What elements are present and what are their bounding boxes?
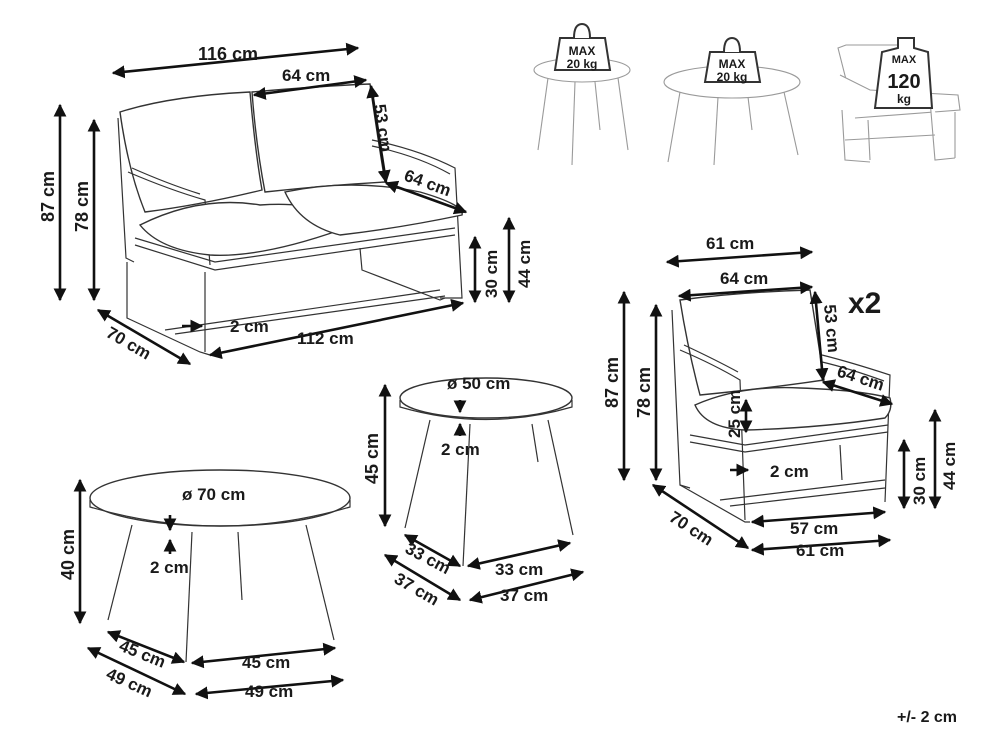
coffee-table-max-text: MAX bbox=[719, 57, 746, 71]
coffee-table-outer-a-label: 49 cm bbox=[103, 664, 155, 701]
armchair-width-top-label: 61 cm bbox=[706, 234, 754, 253]
sofa-armrest-height-label: 30 cm bbox=[482, 250, 501, 298]
side-table-leg-span-a-label: 33 cm bbox=[402, 539, 453, 578]
chair-max-unit: kg bbox=[897, 92, 911, 106]
sofa-seat-height-label: 44 cm bbox=[515, 240, 534, 288]
coffee-table-top-thickness-label: 2 cm bbox=[150, 558, 189, 577]
side-table-top-thickness-label: 2 cm bbox=[441, 440, 480, 459]
armchair-quantity-label: x2 bbox=[848, 287, 881, 320]
armchair-height-back-label: 78 cm bbox=[634, 367, 654, 418]
coffee-table-height-label: 40 cm bbox=[58, 529, 78, 580]
side-table-leg-span-b-label: 33 cm bbox=[495, 560, 543, 579]
sofa-height-total-label: 87 cm bbox=[38, 171, 58, 222]
side-table-drawing: ø 50 cm 45 cm 2 cm 33 cm 33 cm 37 cm 37 … bbox=[362, 374, 585, 610]
sofa-frame-gap-label: 2 cm bbox=[230, 317, 269, 336]
sofa-base-width-label: 112 cm bbox=[297, 329, 354, 348]
side-table-height-label: 45 cm bbox=[362, 433, 382, 484]
coffee-table-drawing: ø 70 cm 40 cm 2 cm 45 cm 45 cm 49 cm 49 … bbox=[58, 469, 351, 701]
chair-load-icon: MAX 120 kg bbox=[837, 37, 961, 163]
armchair-height-total-label: 87 cm bbox=[602, 357, 622, 408]
side-table-diameter-label: ø 50 cm bbox=[447, 374, 510, 393]
small-table-load-icon: MAX 20 kg bbox=[533, 22, 631, 166]
armchair-seat-height-label: 44 cm bbox=[940, 442, 959, 490]
armchair-armrest-height-label: 30 cm bbox=[910, 457, 929, 505]
coffee-table-load-icon: MAX 20 kg bbox=[663, 36, 801, 166]
side-table-outer-b-label: 37 cm bbox=[500, 586, 548, 605]
small-table-max-text: MAX bbox=[569, 44, 596, 58]
armchair-seat-width-label: 64 cm bbox=[720, 269, 768, 288]
sofa-seat-width-label: 64 cm bbox=[282, 66, 330, 85]
armchair-drawing: x2 61 cm 64 cm 53 cm 64 cm 87 cm 78 cm 2… bbox=[602, 234, 959, 560]
chair-max-text: MAX bbox=[892, 54, 917, 66]
small-table-kg-text: 20 kg bbox=[567, 57, 598, 71]
coffee-table-kg-text: 20 kg bbox=[717, 70, 748, 84]
armchair-seat-depth-label: 64 cm bbox=[835, 362, 887, 395]
sofa-width-total-label: 116 cm bbox=[198, 44, 258, 64]
coffee-table-outer-b-label: 49 cm bbox=[245, 682, 293, 701]
sofa-height-back-label: 78 cm bbox=[72, 181, 92, 232]
armchair-back-height-label: 53 cm bbox=[820, 304, 843, 354]
armchair-cushion-thickness-label: 25 cm bbox=[725, 390, 744, 438]
tolerance-note: +/- 2 cm bbox=[897, 709, 957, 726]
armchair-depth-label: 70 cm bbox=[666, 507, 717, 549]
armchair-width-bottom-label: 61 cm bbox=[796, 541, 844, 560]
chair-max-value: 120 bbox=[887, 71, 920, 93]
armchair-base-width-label: 57 cm bbox=[790, 519, 838, 538]
coffee-table-leg-span-b-label: 45 cm bbox=[242, 653, 290, 672]
sofa-drawing: 116 cm 64 cm 53 cm 64 cm 87 cm 78 cm 30 … bbox=[38, 42, 534, 366]
armchair-frame-gap-label: 2 cm bbox=[770, 462, 809, 481]
coffee-table-diameter-label: ø 70 cm bbox=[182, 485, 245, 504]
